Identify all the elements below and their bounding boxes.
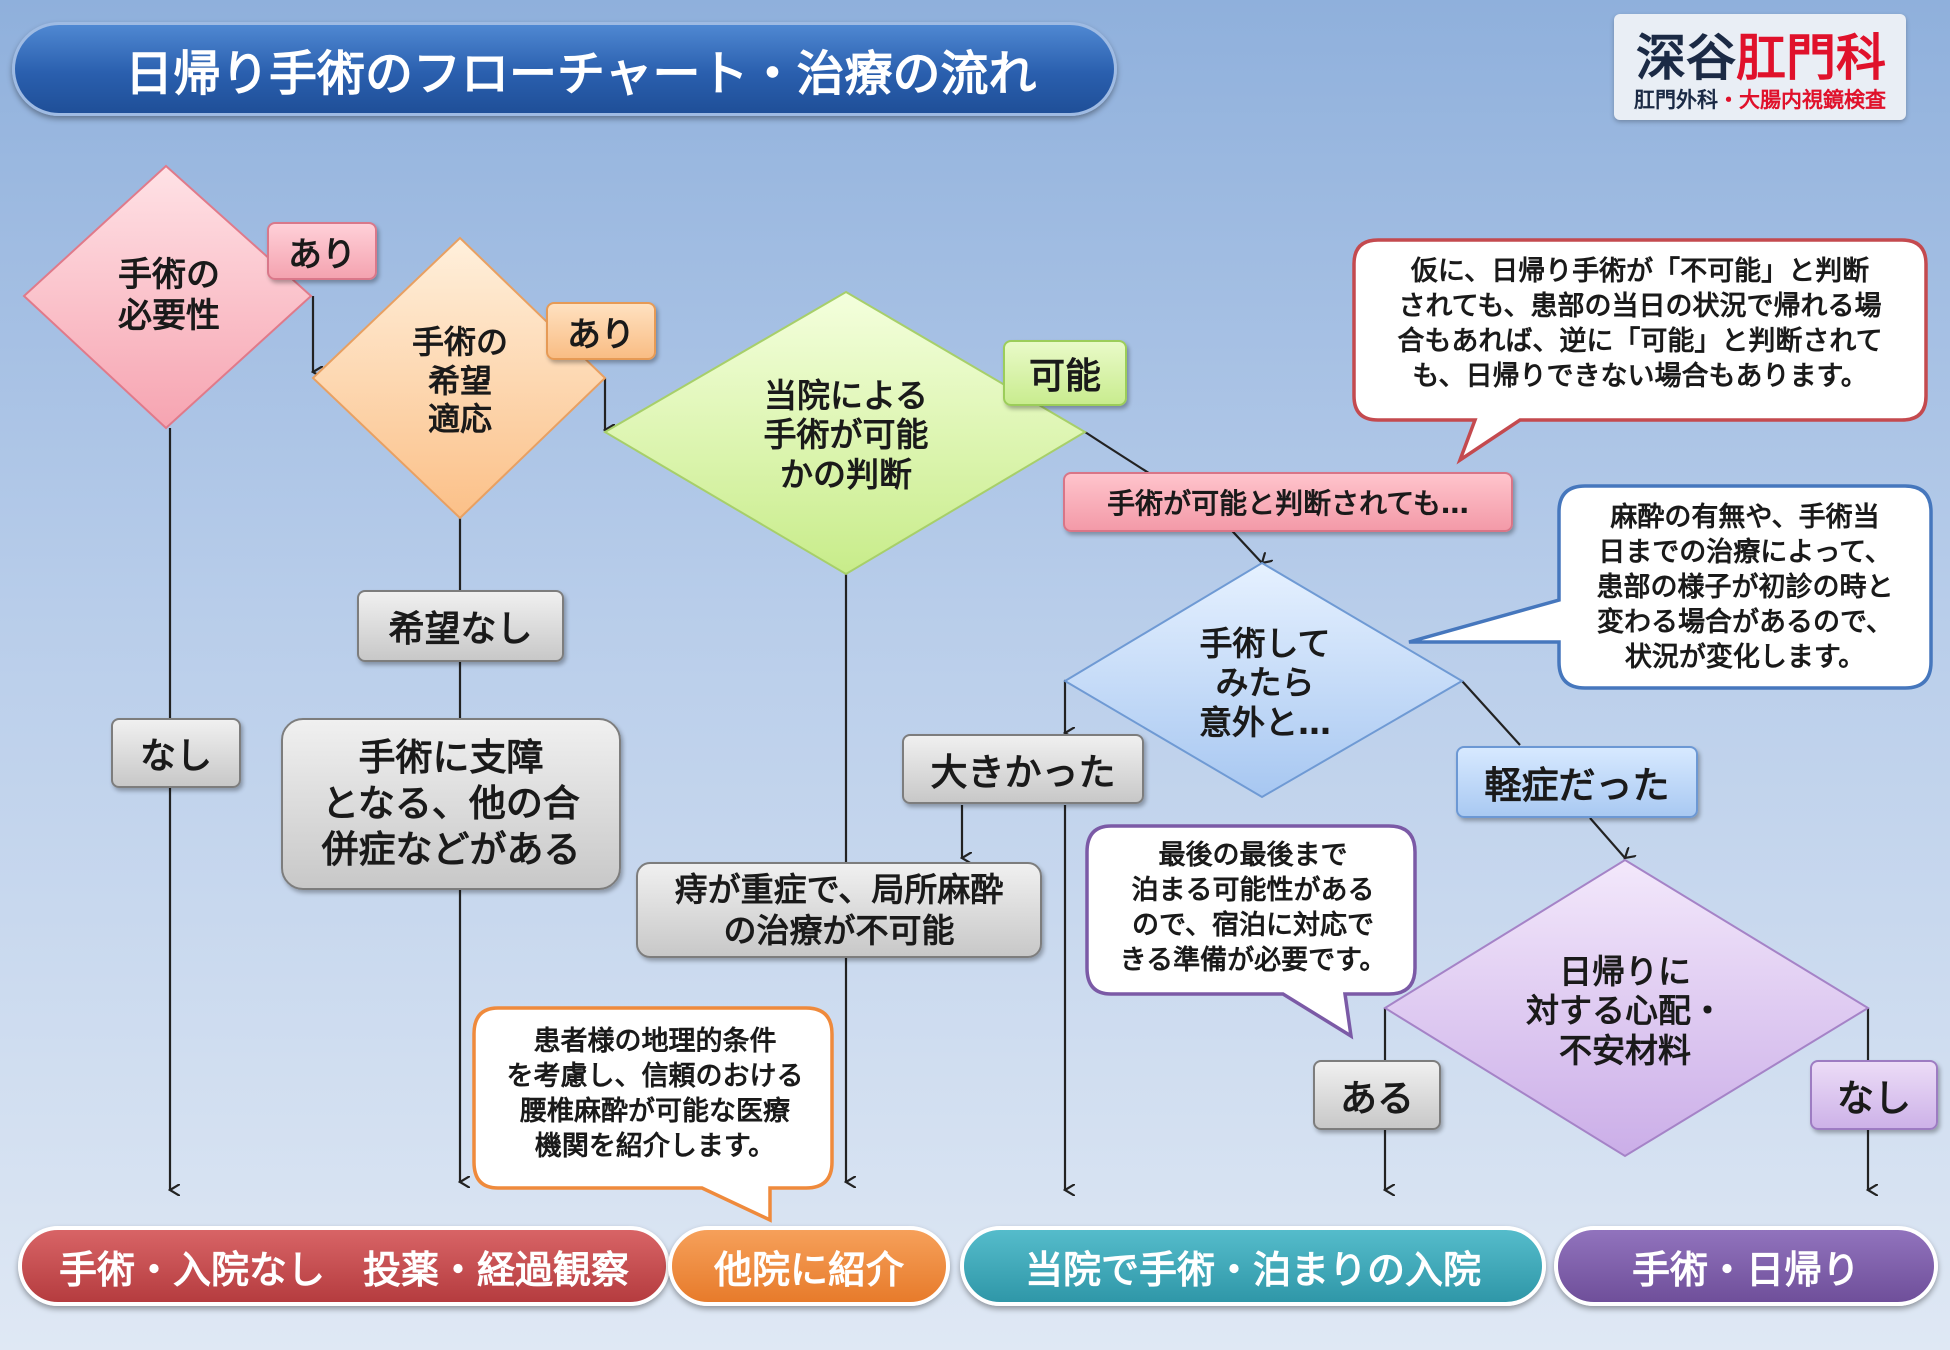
diamond-need-surgery: [22, 164, 313, 430]
page-title: 日帰り手術のフローチャート・治療の流れ: [12, 22, 1117, 116]
bubble-top-right: 仮に、日帰り手術が「不可能」と判断 されても、患部の当日の状況で帰れる場 合もあ…: [1397, 256, 1883, 393]
tag-mild: 軽症だった: [1456, 746, 1698, 818]
line-after-mild: [1461, 680, 1521, 746]
diamond-after-surgery-label: 手術して みたら 意外と…: [1199, 623, 1331, 742]
line-mild-worry: [1589, 817, 1625, 858]
tag-aru: ある: [1313, 1060, 1441, 1130]
diamond-need-surgery-label: 手術の 必要性: [118, 255, 220, 336]
diamond-after-surgery: [1063, 561, 1464, 799]
outcome-referral: 他院に紹介: [668, 1226, 950, 1306]
tag-nashi-1: なし: [111, 718, 241, 788]
logo-sub: 肛門外科・大腸内視鏡検査: [1634, 84, 1886, 114]
logo-sub-part2: ・大腸内視鏡検査: [1718, 88, 1886, 112]
diamond-worry: [1383, 858, 1870, 1158]
logo-name: 深谷肛門科: [1636, 18, 1886, 90]
bubble-anesthesia-shape: [1408, 484, 1933, 690]
logo-sub-part1: 肛門外科: [1634, 88, 1718, 112]
tag-even-if: 手術が可能と判断されても…: [1063, 472, 1513, 532]
tag-ari-2: あり: [546, 302, 656, 360]
outcome-inpatient: 当院で手術・泊まりの入院: [960, 1226, 1546, 1306]
bubble-stay-shape: [1085, 824, 1417, 1040]
tag-no-wish: 希望なし: [357, 590, 564, 662]
bubble-top-right-shape: [1352, 238, 1928, 465]
bubble-referral: 患者様の地理的条件 を考慮し、信頼のおける 腰椎麻酔が可能な医療 機関を紹介しま…: [506, 1026, 804, 1163]
outcome-no-surgery: 手術・入院なし 投薬・経過観察: [18, 1226, 670, 1306]
tag-nashi-2: なし: [1810, 1060, 1938, 1130]
diamond-wish-label: 手術の 希望 適応: [411, 323, 508, 439]
tag-severe: 痔が重症で、局所麻酔 の治療が不可能: [636, 862, 1042, 958]
tag-bigger: 大きかった: [902, 734, 1144, 804]
bubble-stay: 最後の最後まで 泊まる可能性がある ので、宿泊に対応で きる準備が必要です。: [1119, 840, 1387, 977]
tag-ari-1: あり: [267, 222, 377, 280]
outcome-day-surgery: 手術・日帰り: [1554, 1226, 1938, 1306]
tag-complication: 手術に支障 となる、他の合 併症などがある: [281, 718, 621, 890]
diamond-judgement-label: 当院による 手術が可能 かの判断: [763, 375, 929, 494]
logo-name-part2: 肛門科: [1736, 29, 1886, 87]
clinic-logo: 深谷肛門科 肛門外科・大腸内視鏡検査: [1614, 14, 1906, 120]
bubble-anesthesia: 麻酔の有無や、手術当 日までの治療によって、 患部の様子が初診の時と 変わる場合…: [1596, 502, 1894, 674]
diamond-worry-label: 日帰りに 対する心配・ 不安材料: [1526, 951, 1724, 1070]
tag-possible: 可能: [1003, 340, 1127, 406]
logo-name-part1: 深谷: [1636, 29, 1736, 87]
bubble-referral-shape: [472, 1006, 834, 1223]
